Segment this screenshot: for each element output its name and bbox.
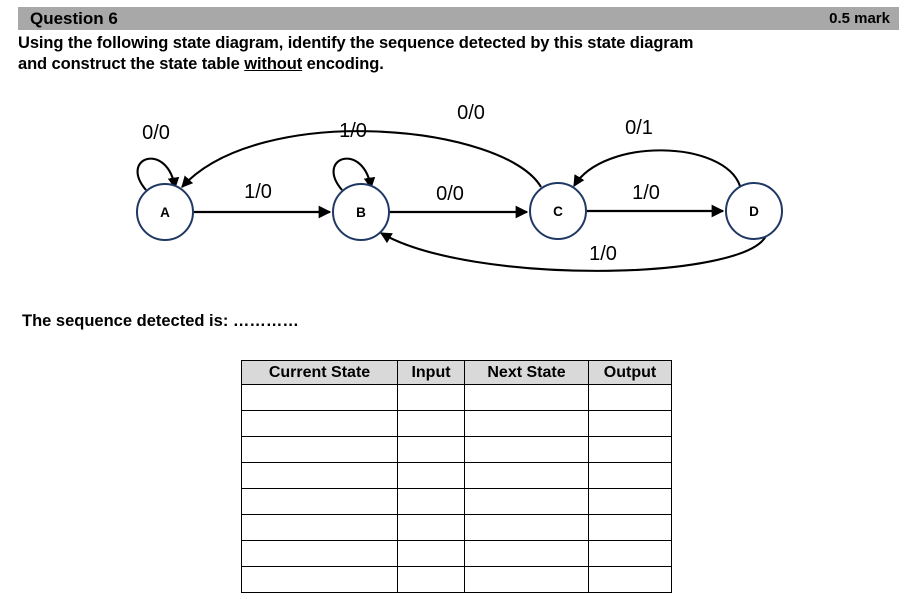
edge-label-C-to-D: 1/0	[632, 182, 660, 204]
transition-A-to-A	[136, 157, 180, 191]
table-header-row: Current State Input Next State Output	[241, 360, 672, 385]
edge-label-A-self: 0/0	[142, 122, 170, 144]
table-cell-r5-c0[interactable]	[241, 514, 398, 541]
table-cell-r3-c2[interactable]	[464, 462, 589, 489]
table-cell-r0-c0[interactable]	[241, 384, 398, 411]
table-row	[241, 410, 672, 437]
table-cell-r0-c1[interactable]	[397, 384, 465, 411]
table-cell-r5-c3[interactable]	[588, 514, 672, 541]
prompt-line-1: Using the following state diagram, ident…	[18, 34, 694, 52]
question-header-bar: Question 6 0.5 mark	[18, 7, 899, 30]
table-cell-r3-c3[interactable]	[588, 462, 672, 489]
table-row	[241, 540, 672, 567]
table-cell-r1-c3[interactable]	[588, 410, 672, 437]
state-node-C: C	[529, 182, 587, 240]
edge-label-B-to-C: 0/0	[436, 183, 464, 205]
table-cell-r2-c3[interactable]	[588, 436, 672, 463]
state-label-D: D	[749, 204, 759, 219]
table-cell-r6-c2[interactable]	[464, 540, 589, 567]
table-row	[241, 384, 672, 411]
state-table: Current State Input Next State Output	[241, 360, 672, 593]
table-row	[241, 462, 672, 489]
state-node-D: D	[725, 182, 783, 240]
question-title: Question 6	[30, 9, 118, 28]
table-cell-r1-c0[interactable]	[241, 410, 398, 437]
table-cell-r6-c3[interactable]	[588, 540, 672, 567]
transition-C-to-A	[181, 130, 542, 188]
table-cell-r3-c1[interactable]	[397, 462, 465, 489]
table-cell-r1-c2[interactable]	[464, 410, 589, 437]
edge-label-D-to-C: 0/1	[625, 117, 653, 139]
table-cell-r3-c0[interactable]	[241, 462, 398, 489]
edge-label-C-to-A: 0/0	[457, 102, 485, 124]
state-label-B: B	[356, 205, 366, 220]
table-row	[241, 514, 672, 541]
table-cell-r7-c0[interactable]	[241, 566, 398, 593]
state-circle-C	[529, 182, 587, 240]
prompt-line-2-before: and construct the state table	[18, 55, 245, 73]
state-node-A: A	[136, 183, 194, 241]
prompt-line-2-after: encoding.	[302, 55, 384, 73]
transition-D-to-B	[380, 232, 767, 272]
table-row	[241, 488, 672, 515]
table-cell-r2-c1[interactable]	[397, 436, 465, 463]
state-circle-A	[136, 183, 194, 241]
table-row	[241, 436, 672, 463]
table-row	[241, 566, 672, 593]
transition-B-to-B	[332, 157, 376, 191]
prompt-emphasis-without: without	[244, 55, 303, 73]
column-header-current-state: Current State	[241, 360, 398, 385]
table-cell-r7-c1[interactable]	[397, 566, 465, 593]
question-prompt: Using the following state diagram, ident…	[18, 33, 894, 75]
question-mark-value: 0.5 mark	[829, 10, 890, 27]
edge-A-self-loop-path	[136, 157, 180, 191]
sequence-detected-line: The sequence detected is: …………	[22, 312, 299, 330]
edge-label-D-to-B: 1/0	[589, 243, 617, 265]
table-cell-r5-c2[interactable]	[464, 514, 589, 541]
edge-D-to-C-path	[573, 149, 741, 187]
table-cell-r1-c1[interactable]	[397, 410, 465, 437]
state-node-B: B	[332, 183, 390, 241]
edge-label-B-self: 1/0	[339, 120, 367, 142]
state-diagram: A B C D 0/0 1/0 1/0 0/0 0/0 1/0 0/1 1/0	[0, 95, 912, 295]
table-cell-r7-c2[interactable]	[464, 566, 589, 593]
table-cell-r7-c3[interactable]	[588, 566, 672, 593]
state-table-body	[241, 384, 672, 593]
state-label-C: C	[553, 204, 563, 219]
state-circle-B	[332, 183, 390, 241]
table-cell-r2-c2[interactable]	[464, 436, 589, 463]
edge-B-self-loop-path	[332, 157, 376, 191]
edge-C-to-A-path	[181, 130, 542, 188]
column-header-output: Output	[588, 360, 672, 385]
table-cell-r0-c3[interactable]	[588, 384, 672, 411]
table-cell-r4-c0[interactable]	[241, 488, 398, 515]
table-cell-r4-c3[interactable]	[588, 488, 672, 515]
table-cell-r6-c0[interactable]	[241, 540, 398, 567]
edge-D-to-B-path	[380, 232, 767, 272]
state-label-A: A	[160, 205, 170, 220]
table-cell-r4-c2[interactable]	[464, 488, 589, 515]
table-cell-r6-c1[interactable]	[397, 540, 465, 567]
transition-D-to-C	[573, 149, 741, 187]
column-header-input: Input	[397, 360, 465, 385]
table-cell-r4-c1[interactable]	[397, 488, 465, 515]
state-circle-D	[725, 182, 783, 240]
table-cell-r5-c1[interactable]	[397, 514, 465, 541]
edge-label-A-to-B: 1/0	[244, 181, 272, 203]
table-cell-r0-c2[interactable]	[464, 384, 589, 411]
table-cell-r2-c0[interactable]	[241, 436, 398, 463]
column-header-next-state: Next State	[464, 360, 589, 385]
